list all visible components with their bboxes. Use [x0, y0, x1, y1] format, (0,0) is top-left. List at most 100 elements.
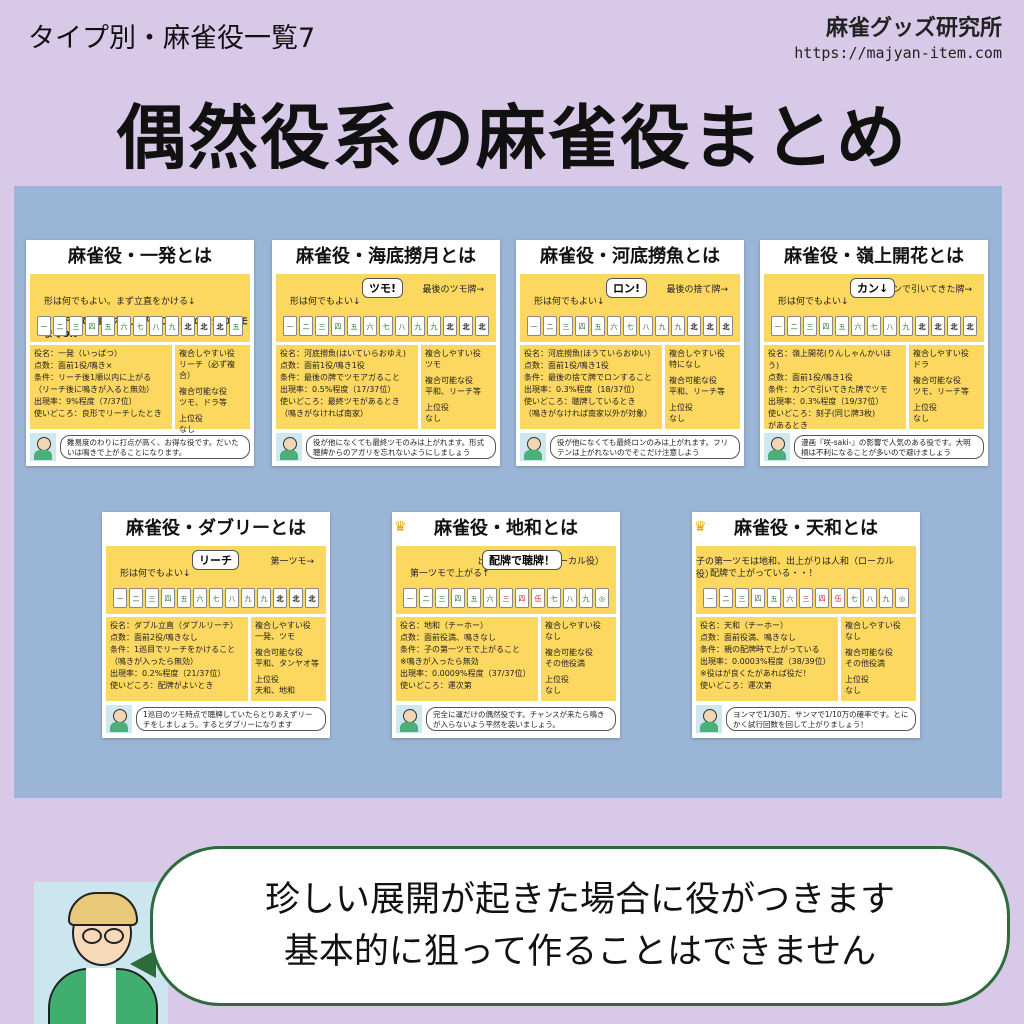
mahjong-tile: 九: [655, 316, 669, 336]
detail-line: 出現率：0.3%程度（19/37位）: [768, 397, 884, 406]
detail-line: 点数：面前役満、鳴きなし: [400, 633, 496, 642]
mahjong-tile: 六: [193, 588, 207, 608]
card-title: ♛麻雀役・地和とは: [392, 512, 620, 546]
tile-row: 一二三四五六三四伍七八九◎: [702, 588, 910, 608]
mahjong-tile: 三: [559, 316, 573, 336]
tiles-area: 形は何でもよい↓第一ツモ→リーチ一二三四五六七八九九北北北: [106, 546, 326, 614]
combo-line: なし: [545, 632, 561, 641]
page-title: 偶然役系の麻雀役まとめ: [116, 97, 908, 179]
yaku-card: ♛麻雀役・地和とは第一ツモで上がる↑出上がりは人和（ローカル役）配牌で聴牌！一二…: [392, 512, 620, 738]
combo-line: 上位役: [255, 675, 279, 684]
brand-url[interactable]: https://majyan-item.com: [794, 44, 1002, 62]
detail-line: （鳴きがなければ南家以外が対象）: [524, 409, 652, 418]
mahjong-tile: 六: [607, 316, 621, 336]
mahjong-tile: 二: [787, 316, 801, 336]
mahjong-tile: 三: [315, 316, 329, 336]
brand: 麻雀グッズ研究所 https://majyan-item.com: [794, 10, 1002, 62]
mahjong-tile: 四: [331, 316, 345, 336]
mahjong-tile: 北: [915, 316, 929, 336]
combo-line: その他役満: [845, 659, 885, 668]
combo-line: なし: [669, 414, 685, 423]
mahjong-tile: 北: [443, 316, 457, 336]
detail-line: （鳴きがなければ南家）: [280, 409, 368, 418]
detail-line: （鳴きが入ったら無効）: [110, 657, 198, 666]
combo-line: ツモ、リーチ等: [913, 387, 969, 396]
detail-line: 点数：面前役満、鳴きなし: [700, 633, 796, 642]
combo-line: 複合可能な役: [425, 376, 473, 385]
combo-line: 複合しやすい役: [845, 621, 901, 630]
mahjong-tile: 九: [427, 316, 441, 336]
card-title: 麻雀役・河底撈魚とは: [516, 240, 744, 274]
call-bubble: 配牌で聴牌！: [482, 550, 562, 570]
detail-line: 条件：カンで引いてきた牌でツモ: [768, 385, 888, 394]
detail-line: 条件：リーチ後1順以内に上がる: [34, 373, 152, 382]
mahjong-tile: 四: [161, 588, 175, 608]
mahjong-tile: 九: [879, 588, 893, 608]
mahjong-tile: 八: [395, 316, 409, 336]
mahjong-tile: 九: [671, 316, 685, 336]
mahjong-tile: 四: [751, 588, 765, 608]
card-title-text: 麻雀役・嶺上開花とは: [784, 246, 964, 267]
mahjong-tile: 五: [229, 316, 243, 336]
mahjong-tile: 五: [591, 316, 605, 336]
detail-line: 使いどころ：運次第: [400, 681, 472, 690]
mahjong-tile: 北: [213, 316, 227, 336]
mahjong-tile: 一: [703, 588, 717, 608]
mahjong-tile: 六: [117, 316, 131, 336]
detail-line: 出現率：0.0003%程度（38/39位）: [700, 657, 831, 666]
mahjong-tile: 八: [639, 316, 653, 336]
card-comment: 役が他になくても最終ロンのみは上がれます。フリテンは上がれないのでそこだけ注意し…: [520, 432, 740, 462]
combo-line: 複合しやすい役: [669, 349, 725, 358]
card-title-text: 麻雀役・一発とは: [68, 246, 212, 267]
tiles-area: 形は何でもよい↓カンで引いてきた牌→カン↓一二三四五六七八九北北北北: [764, 274, 984, 342]
combo-line: 上位役: [545, 675, 569, 684]
combo-line: 複合可能な役: [669, 376, 717, 385]
mahjong-tile: 北: [181, 316, 195, 336]
detail-line: 使いどころ：運次第: [700, 681, 772, 690]
mahjong-tile: 四: [815, 588, 829, 608]
info-area: 役名：一発（いっぱつ）点数：面前1役/鳴き×条件：リーチ後1順以内に上がる（リー…: [30, 345, 250, 434]
combo-line: 複合可能な役: [255, 648, 303, 657]
detail-line: 条件：子の第一ツモで上がること: [400, 645, 520, 654]
combo-line: 複合しやすい役: [425, 349, 481, 358]
mini-avatar-icon: [764, 433, 790, 461]
detail-line: 役名：一発（いっぱつ）: [34, 349, 122, 358]
mahjong-tile: 三: [735, 588, 749, 608]
yaku-combos: 複合しやすい役特になし複合可能な役平和、リーチ等上位役なし: [665, 345, 740, 429]
combo-line: 平和、リーチ等: [425, 387, 481, 396]
mahjong-tile: 八: [563, 588, 577, 608]
mahjong-tile: ◎: [595, 588, 609, 608]
mahjong-tile: 七: [847, 588, 861, 608]
mahjong-tile: 北: [197, 316, 211, 336]
combo-line: 複合しやすい役: [545, 621, 601, 630]
detail-line: 役名：河底撈魚(ほうていらおゆい): [524, 349, 651, 358]
mahjong-tile: 五: [467, 588, 481, 608]
detail-line: 役名：嶺上開花(りんしゃんかいほう): [768, 349, 892, 370]
combo-line: 天和、地和: [255, 686, 295, 695]
mahjong-tile: 四: [451, 588, 465, 608]
yaku-combos: 複合しやすい役なし複合可能な役その他役満上位役なし: [841, 617, 916, 701]
detail-line: 点数：面前1役/鳴き1役: [768, 373, 853, 382]
combo-line: 特になし: [669, 360, 701, 369]
call-bubble: ツモ!: [362, 278, 404, 298]
combo-line: なし: [845, 686, 861, 695]
yaku-details: 役名：一発（いっぱつ）点数：面前1役/鳴き×条件：リーチ後1順以内に上がる（リー…: [30, 345, 172, 429]
combo-line: 上位役: [845, 675, 869, 684]
tiles-hint: カンで引いてきた牌→: [883, 285, 972, 295]
mahjong-tile: 五: [101, 316, 115, 336]
tiles-area: 形は何でもよい↓最後の捨て牌→ロン!一二三四五六七八九九北北北: [520, 274, 740, 342]
mahjong-tile: 北: [931, 316, 945, 336]
detail-line: 使いどころ：良形でリーチしたとき: [34, 409, 162, 418]
mahjong-tile: 伍: [831, 588, 845, 608]
combo-line: リーチ（必ず複合）: [179, 360, 235, 380]
yaku-details: 役名：地和（チーホー）点数：面前役満、鳴きなし条件：子の第一ツモで上がること※鳴…: [396, 617, 538, 701]
yaku-combos: 複合しやすい役ドラ複合可能な役ツモ、リーチ等上位役なし: [909, 345, 984, 429]
tiles-area: 第一ツモで上がる↑出上がりは人和（ローカル役）配牌で聴牌！一二三四五六三四伍七八…: [396, 546, 616, 614]
mahjong-tile: 北: [687, 316, 701, 336]
detail-line: 出現率：0.5%程度（17/37位）: [280, 385, 396, 394]
combo-line: ツモ: [425, 360, 441, 369]
yaku-details: 役名：ダブル立直（ダブルリーチ）点数：面前2役/鳴きなし条件：1巡目でリーチをか…: [106, 617, 248, 701]
info-area: 役名：河底撈魚(ほうていらおゆい)点数：面前1役/鳴き1役条件：最後の捨て牌でロ…: [520, 345, 740, 429]
mahjong-tile: 九: [257, 588, 271, 608]
card-comment: 難易度のわりに打点が高く、お得な役です。だいたいは鳴きで上がることになります。: [30, 432, 250, 462]
